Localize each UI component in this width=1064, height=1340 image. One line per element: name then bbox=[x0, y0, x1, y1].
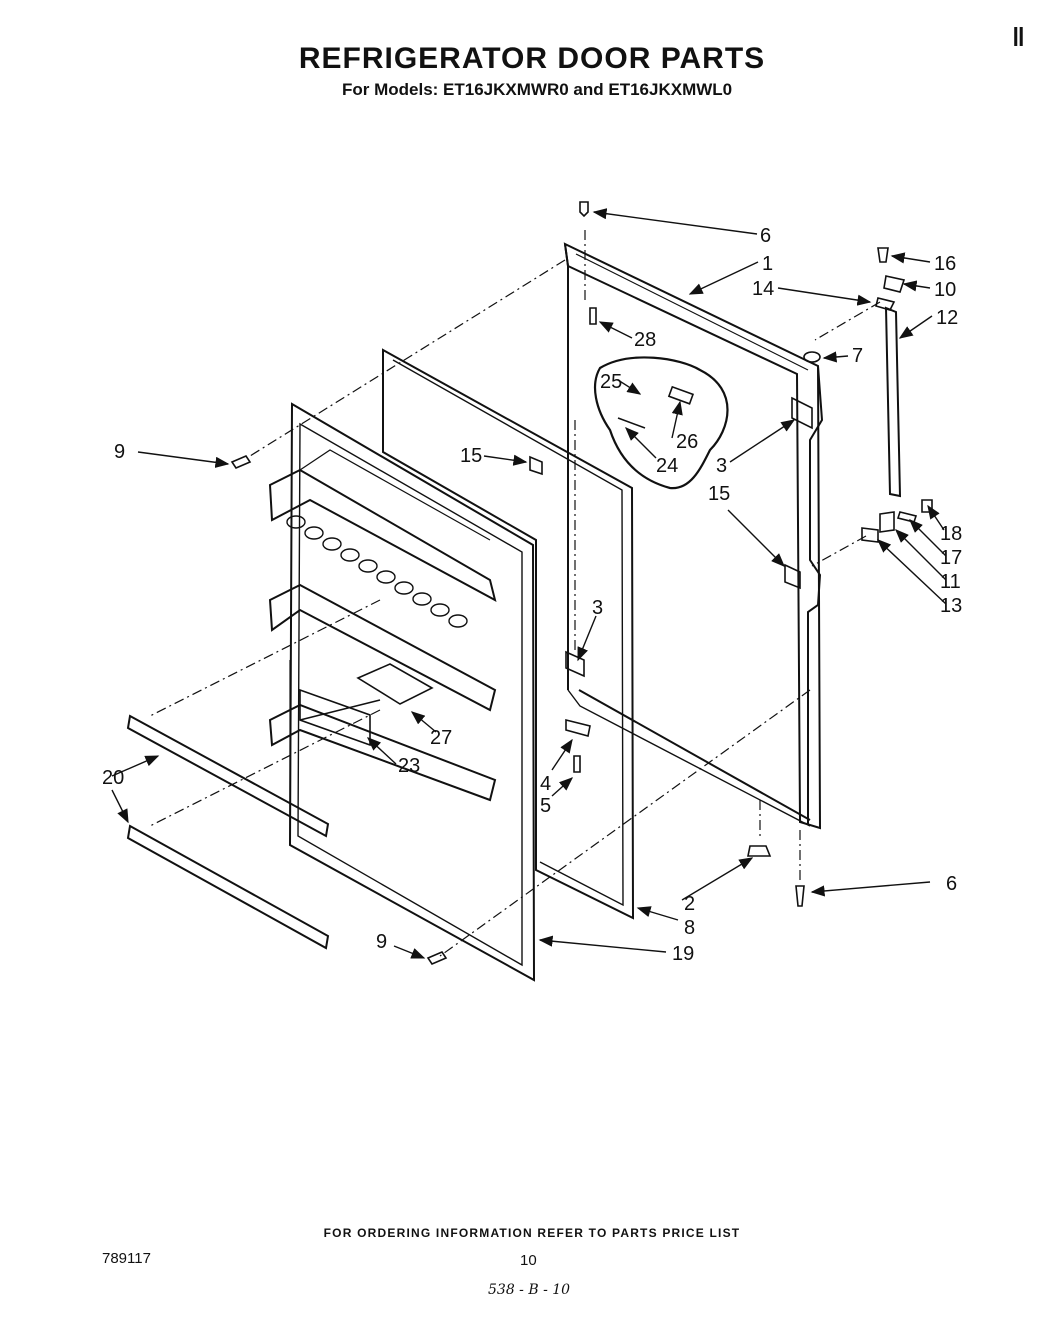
document-number: 789117 bbox=[102, 1250, 151, 1267]
callout-19: 19 bbox=[672, 943, 694, 965]
callout-16: 16 bbox=[934, 253, 956, 275]
door-outer-panel bbox=[563, 242, 824, 830]
callout-24: 24 bbox=[656, 455, 678, 477]
callout-15-right: 15 bbox=[708, 483, 730, 505]
callout-9-upper: 9 bbox=[114, 441, 125, 463]
alignment-lines bbox=[149, 230, 881, 957]
hardware-parts bbox=[230, 201, 933, 965]
callout-26: 26 bbox=[676, 431, 698, 453]
callout-4: 4 bbox=[540, 773, 551, 795]
models-subtitle: For Models: ET16JKXMWR0 and ET16JKXMWL0 bbox=[342, 80, 733, 99]
shelf-bar-upper bbox=[126, 714, 330, 838]
egg-tray bbox=[286, 515, 468, 628]
callout-3-lower: 3 bbox=[592, 597, 603, 619]
callout-7: 7 bbox=[852, 345, 863, 367]
door-gasket bbox=[382, 348, 635, 920]
leader-arrows bbox=[111, 208, 947, 959]
handwritten-note: 538 - B - 10 bbox=[488, 1282, 571, 1298]
butter-compartment bbox=[299, 663, 434, 747]
callout-3-hinge: 3 bbox=[716, 455, 727, 477]
callout-14: 14 bbox=[752, 278, 774, 300]
callout-9-lower: 9 bbox=[376, 931, 387, 953]
callout-10: 10 bbox=[934, 279, 956, 301]
callout-11: 11 bbox=[940, 571, 961, 593]
door-handle bbox=[884, 306, 902, 498]
inner-door-liner bbox=[268, 402, 536, 982]
callout-28: 28 bbox=[634, 329, 656, 351]
callout-13: 13 bbox=[940, 595, 962, 617]
callout-12: 12 bbox=[936, 307, 958, 329]
callout-25: 25 bbox=[600, 371, 622, 393]
callout-6-bottom: 6 bbox=[946, 873, 957, 895]
callout-15-left: 15 bbox=[460, 445, 482, 467]
callout-27: 27 bbox=[430, 727, 452, 749]
page-title: REFRIGERATOR DOOR PARTS bbox=[298, 42, 766, 75]
callout-5: 5 bbox=[540, 795, 551, 817]
callout-18: 18 bbox=[940, 523, 962, 545]
corner-mark: ‖ bbox=[1012, 22, 1025, 52]
cutaway-detail bbox=[593, 356, 729, 490]
ordering-note: FOR ORDERING INFORMATION REFER TO PARTS … bbox=[323, 1226, 741, 1240]
callout-2: 2 bbox=[684, 893, 695, 915]
callout-1: 1 bbox=[762, 253, 773, 275]
callout-6-top: 6 bbox=[760, 225, 771, 247]
callout-23: 23 bbox=[398, 755, 420, 777]
shelf-bar-lower bbox=[126, 824, 330, 950]
callout-20: 20 bbox=[102, 767, 124, 789]
callout-17: 17 bbox=[940, 547, 962, 569]
page-number: 10 bbox=[520, 1252, 537, 1269]
callout-8: 8 bbox=[684, 917, 695, 939]
